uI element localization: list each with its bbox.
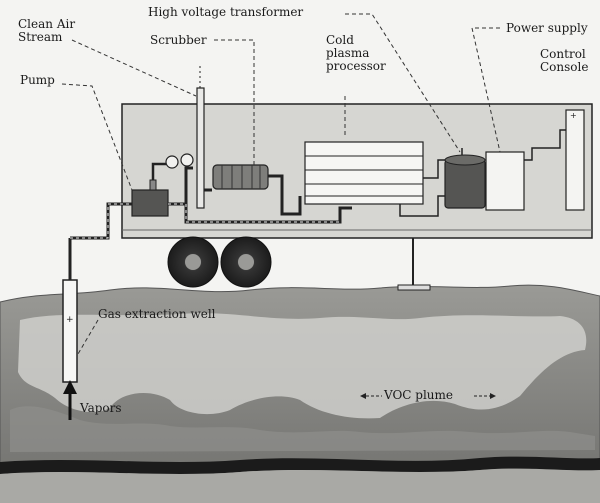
label-clean-air-stream: Clean Air Stream [18, 17, 76, 44]
label-power-supply: Power supply [506, 21, 588, 35]
control-console [565, 109, 585, 211]
stratum-line [0, 456, 600, 474]
soil-pocket [10, 406, 595, 452]
label-gas-extraction-well: Gas extraction well [98, 307, 216, 321]
cold-plasma-processor [304, 141, 424, 205]
well-flow-mark: + [66, 315, 74, 325]
label-control-console: Control Console [540, 47, 589, 74]
label-scrubber: Scrubber [150, 33, 207, 47]
process-piping [168, 166, 352, 224]
wheel [220, 236, 272, 288]
pump-riser-pipe [151, 162, 166, 180]
soil-bottom [0, 468, 600, 503]
soil-pocket [18, 313, 587, 419]
label-high-voltage-transformer: High voltage transformer [148, 5, 304, 19]
jack-foot [397, 284, 431, 291]
gauge [180, 153, 194, 167]
gas-extraction-well [62, 279, 78, 383]
label-voc-plume: VOC plume [384, 388, 454, 402]
leader-pump [61, 83, 133, 191]
pump-valve [149, 179, 157, 191]
leader-power-supply [471, 27, 501, 153]
label-cold-plasma-processor: Cold plasma processor [326, 33, 386, 73]
power-cable [524, 129, 566, 161]
wheel [167, 236, 219, 288]
high-voltage-transformer [444, 148, 486, 209]
vapors-arrowhead [63, 380, 77, 394]
svg-text:+: + [570, 111, 577, 120]
clean-air-stack [196, 87, 205, 209]
leader-hv-transformer [345, 13, 461, 153]
leader-clean-air [71, 39, 197, 97]
gauge [165, 155, 179, 169]
label-pump: Pump [20, 73, 55, 87]
power-supply [485, 151, 525, 211]
label-vapors: Vapors [80, 401, 122, 415]
pump [131, 189, 169, 217]
hv-cable [399, 159, 450, 217]
